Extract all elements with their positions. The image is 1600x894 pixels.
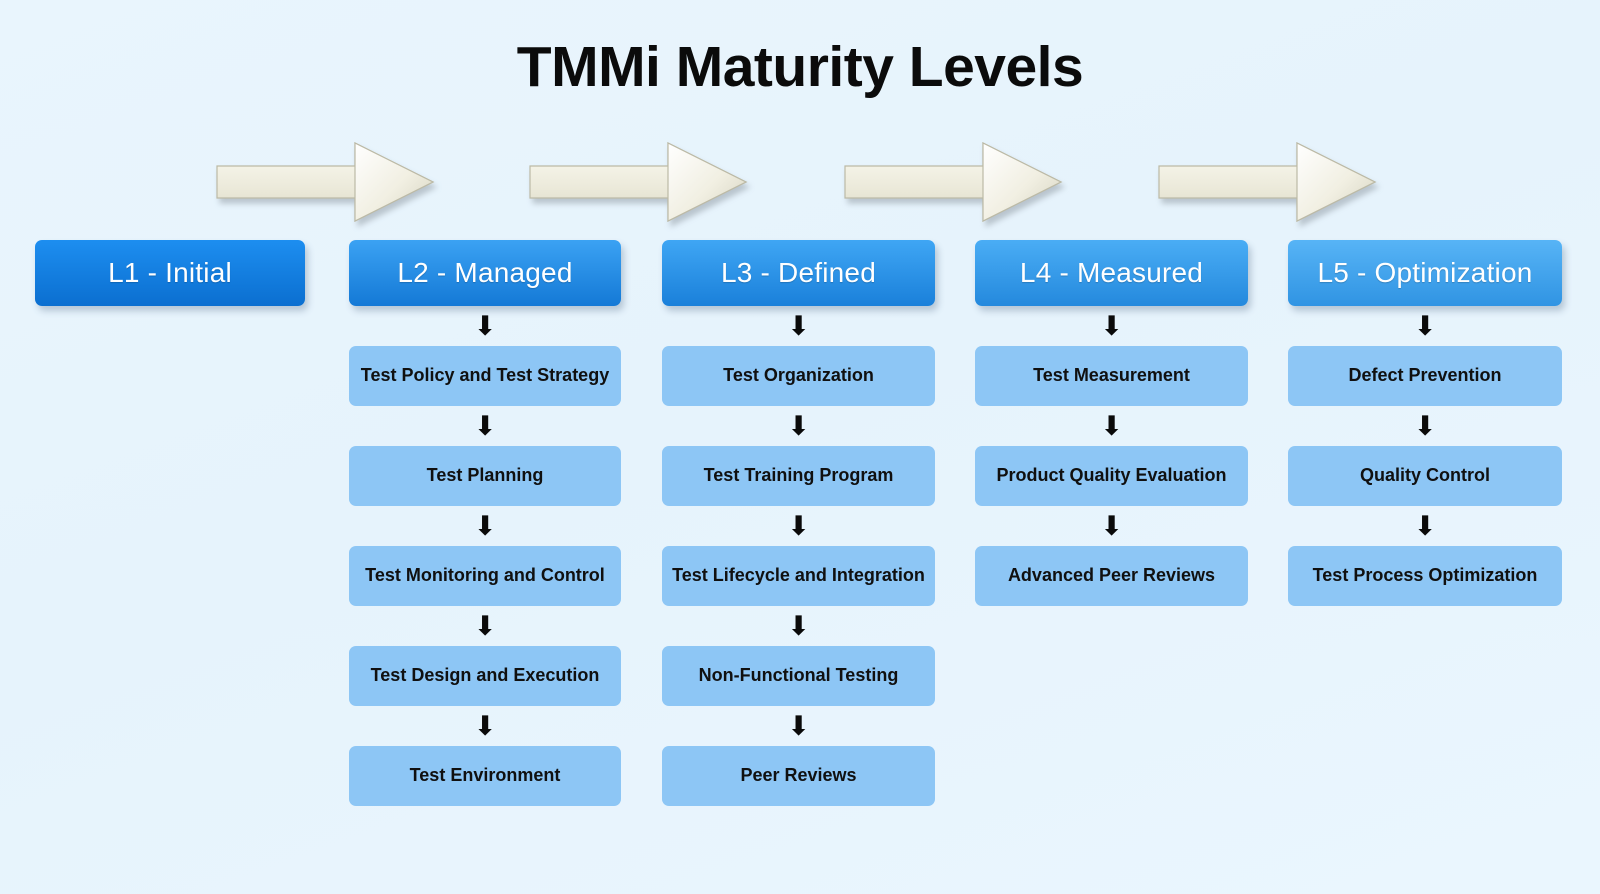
practice-area-label: Test Organization (723, 365, 874, 386)
practice-area-box[interactable]: Test Policy and Test Strategy (349, 346, 621, 406)
practice-area-label: Test Planning (426, 465, 544, 486)
practice-area-box[interactable]: Peer Reviews (662, 746, 935, 806)
down-arrow-icon: ⬇ (473, 510, 497, 542)
down-arrow-icon: ⬇ (473, 310, 497, 342)
practice-area-label: Advanced Peer Reviews (1007, 565, 1216, 586)
practice-area-box[interactable]: Test Environment (349, 746, 621, 806)
practice-area-box[interactable]: Test Planning (349, 446, 621, 506)
down-arrow-icon: ⬇ (473, 410, 497, 442)
progression-arrow-band (0, 140, 1600, 230)
down-arrow-icon: ⬇ (473, 610, 497, 642)
practice-area-box[interactable]: Quality Control (1288, 446, 1562, 506)
down-arrow-icon: ⬇ (787, 410, 810, 442)
practice-area-label: Test Design and Execution (370, 665, 600, 686)
arrow-l3-to-l4-icon (843, 140, 1063, 224)
down-arrow-icon: ⬇ (787, 310, 810, 342)
down-arrow-icon: ⬇ (1100, 410, 1123, 442)
practice-area-label: Test Environment (409, 765, 561, 786)
practice-area-box[interactable]: Test Lifecycle and Integration (662, 546, 935, 606)
down-arrow-icon: ⬇ (1413, 310, 1437, 342)
practice-area-label: Non-Functional Testing (698, 665, 899, 686)
level-header-l1[interactable]: L1 - Initial (35, 240, 305, 306)
page-title: TMMi Maturity Levels (516, 35, 1084, 99)
practice-area-box[interactable]: Test Organization (662, 346, 935, 406)
practice-area-box[interactable]: Non-Functional Testing (662, 646, 935, 706)
down-arrow-icon: ⬇ (1100, 510, 1123, 542)
maturity-column-l4: L4 - Measured ⬇ Test Measurement ⬇ Product Q… (975, 240, 1248, 606)
maturity-column-l5: L5 - Optimization ⬇ Defect Prevention ⬇ Qual… (1288, 240, 1562, 606)
practice-area-label: Quality Control (1360, 465, 1490, 486)
practice-area-label: Peer Reviews (740, 765, 857, 786)
down-arrow-icon: ⬇ (787, 510, 810, 542)
maturity-column-l2: L2 - Managed ⬇ Test Policy and Test Strate… (349, 240, 621, 806)
practice-area-label: Test Training Program (703, 465, 894, 486)
down-arrow-icon: ⬇ (787, 710, 810, 742)
down-arrow-icon: ⬇ (1413, 510, 1437, 542)
practice-area-label: Test Monitoring and Control (365, 565, 605, 586)
practice-area-label: Test Lifecycle and Integration (672, 565, 925, 586)
practice-area-box[interactable]: Test Process Optimization (1288, 546, 1562, 606)
practice-area-box[interactable]: Test Measurement (975, 346, 1248, 406)
practice-area-label: Product Quality Evaluation (996, 465, 1227, 486)
practice-area-box[interactable]: Product Quality Evaluation (975, 446, 1248, 506)
practice-area-box[interactable]: Test Monitoring and Control (349, 546, 621, 606)
down-arrow-icon: ⬇ (473, 710, 497, 742)
maturity-column-l1: L1 - Initial (35, 240, 305, 306)
arrow-l2-to-l3-icon (528, 140, 748, 224)
practice-area-label: Test Measurement (1033, 365, 1190, 386)
level-header-l4[interactable]: L4 - Measured (975, 240, 1248, 306)
practice-area-label: Test Process Optimization (1312, 565, 1538, 586)
down-arrow-icon: ⬇ (1100, 310, 1123, 342)
practice-area-box[interactable]: Test Design and Execution (349, 646, 621, 706)
level-header-l5[interactable]: L5 - Optimization (1288, 240, 1562, 306)
practice-area-label: Test Policy and Test Strategy (360, 365, 610, 386)
down-arrow-icon: ⬇ (1413, 410, 1437, 442)
level-header-l2[interactable]: L2 - Managed (349, 240, 621, 306)
practice-area-box[interactable]: Advanced Peer Reviews (975, 546, 1248, 606)
maturity-column-l3: L3 - Defined ⬇ Test Organization ⬇ Test Trai… (662, 240, 935, 806)
arrow-l1-to-l2-icon (215, 140, 435, 224)
level-header-l3[interactable]: L3 - Defined (662, 240, 935, 306)
arrow-l4-to-l5-icon (1157, 140, 1377, 224)
down-arrow-icon: ⬇ (787, 610, 810, 642)
practice-area-label: Defect Prevention (1348, 365, 1502, 386)
practice-area-box[interactable]: Defect Prevention (1288, 346, 1562, 406)
practice-area-box[interactable]: Test Training Program (662, 446, 935, 506)
